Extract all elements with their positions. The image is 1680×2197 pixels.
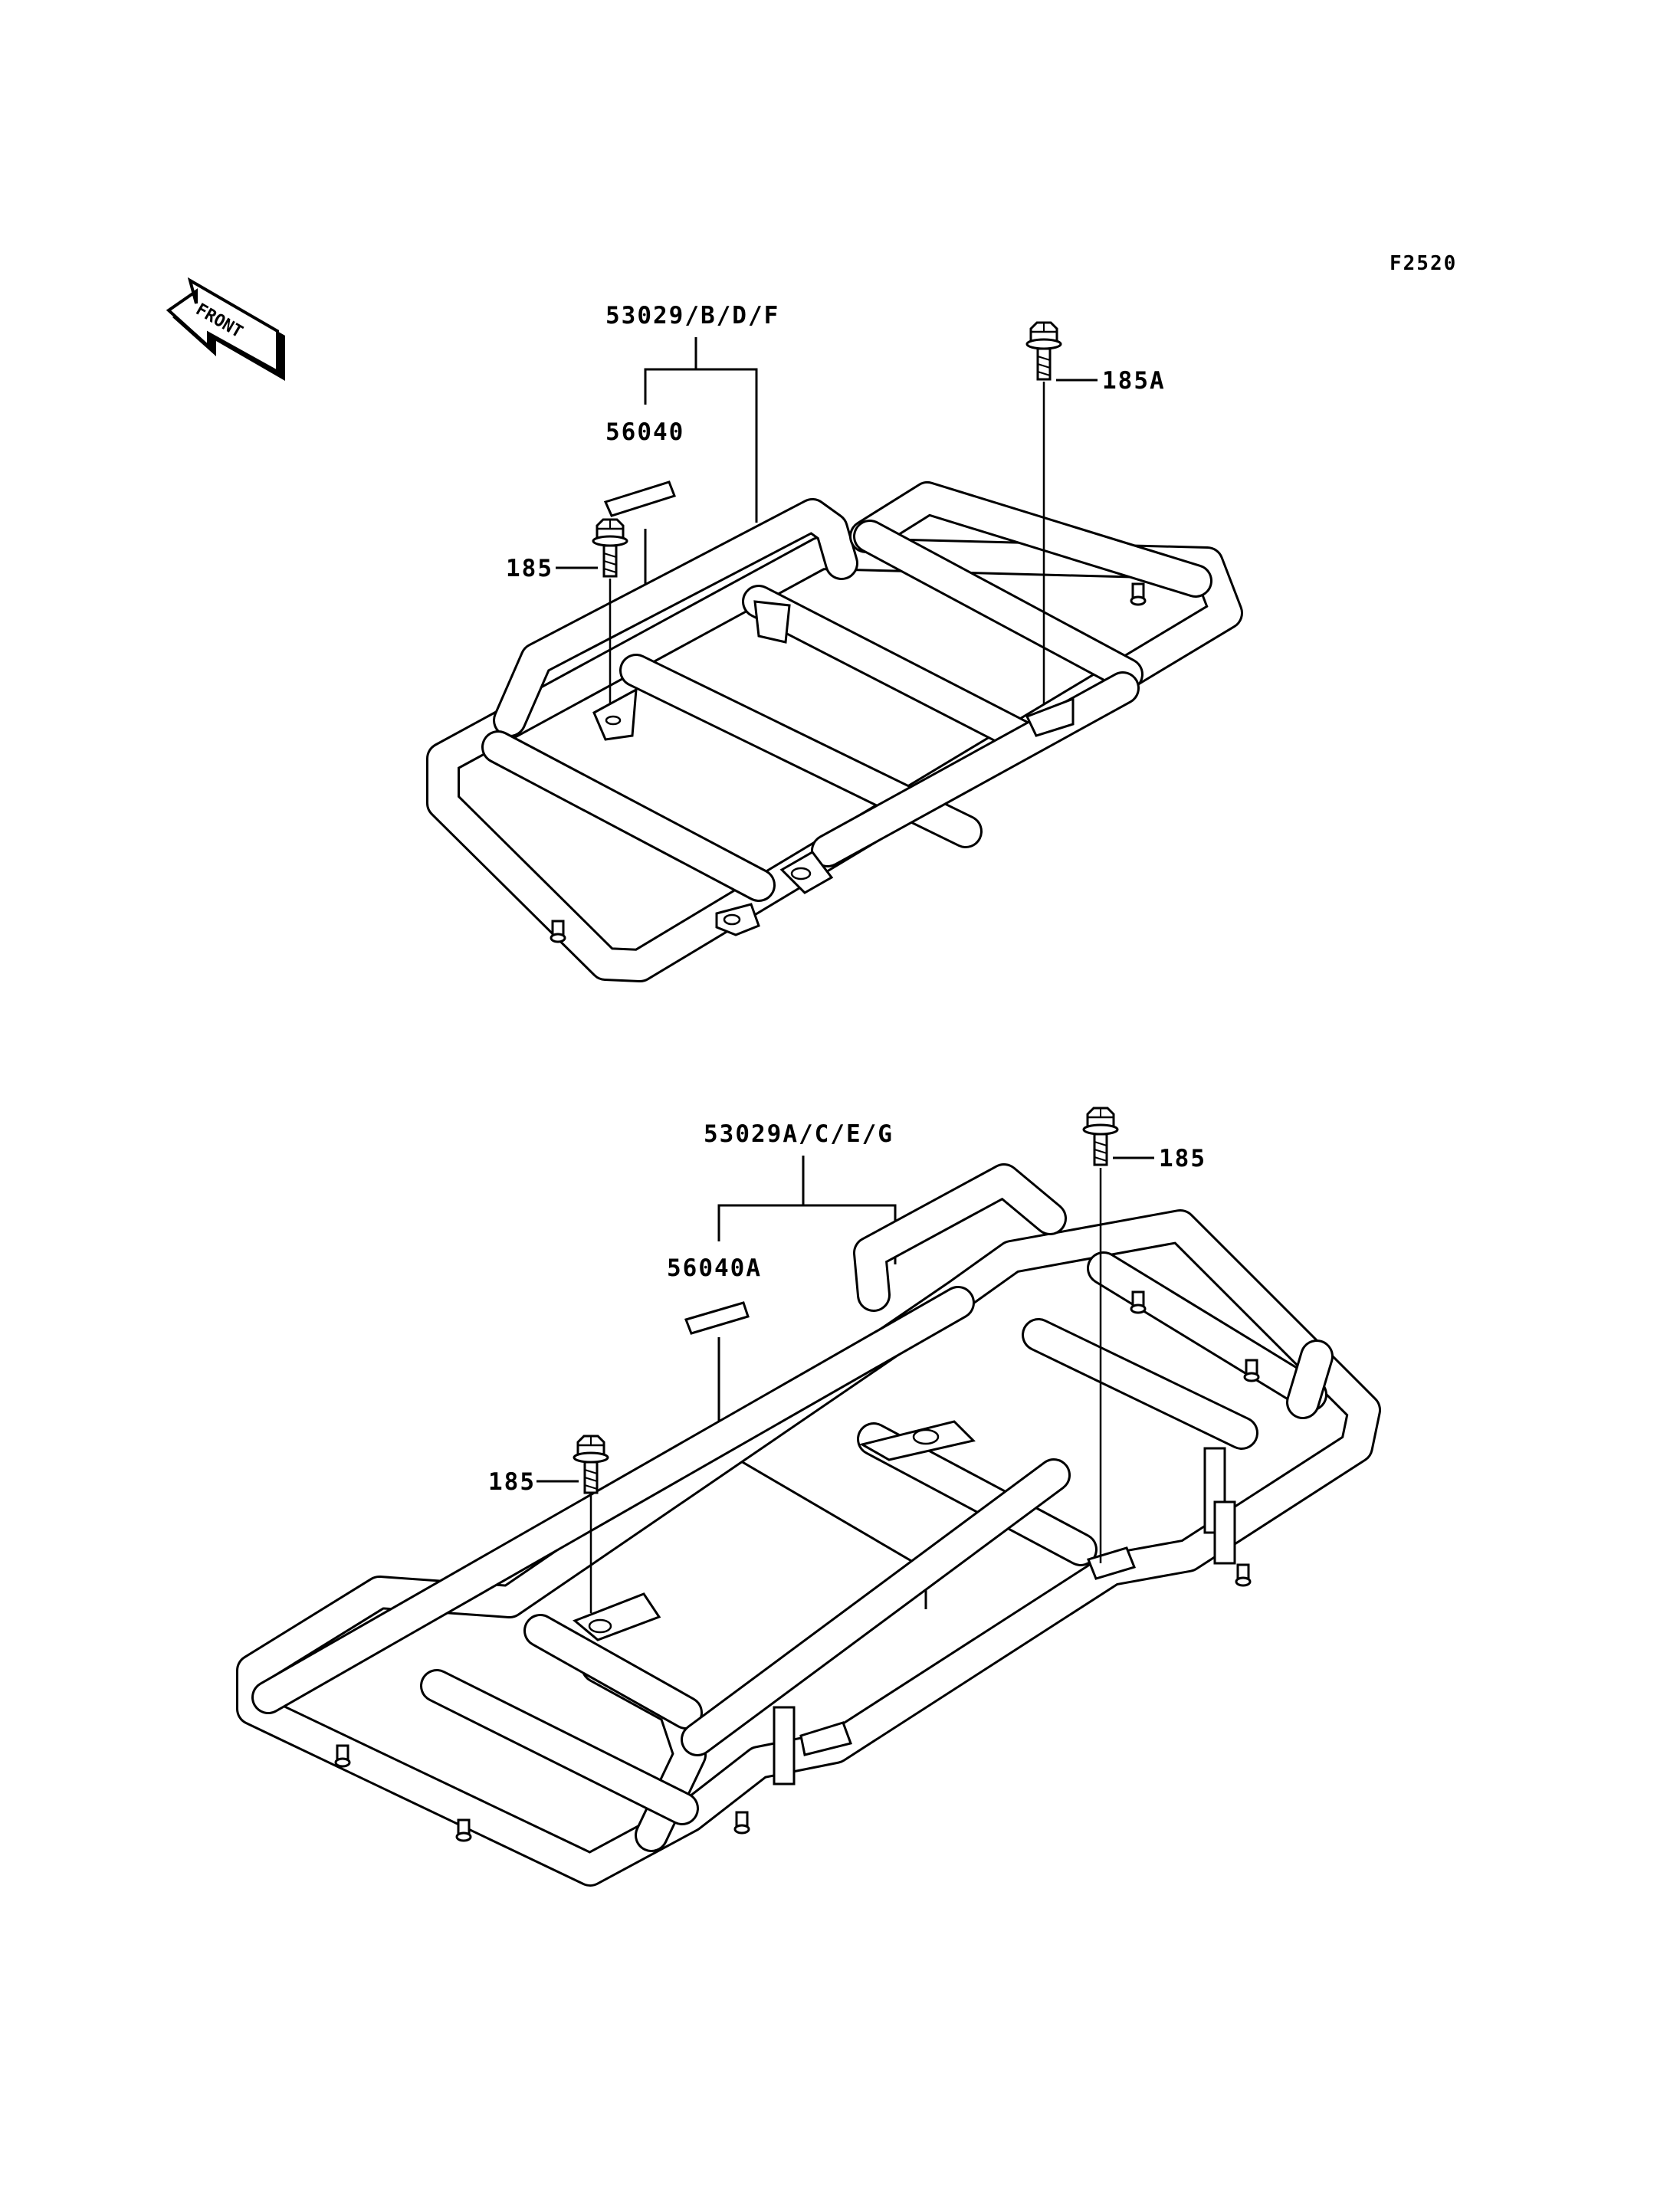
lower-bolt-right-label: 185 [1159, 1145, 1206, 1172]
upper-sticker-label: 56040 [605, 418, 684, 446]
upper-carrier-assembly: 53029/B/D/F 56040 [426, 302, 1243, 982]
lower-bolt-left-label: 185 [488, 1468, 536, 1496]
lower-sticker-label: 56040A [667, 1254, 762, 1282]
lower-bolt-right [1082, 1107, 1119, 1166]
lower-carrier-assembly: 53029A/C/E/G 56040A [236, 1107, 1381, 1887]
lower-bolt-left [573, 1435, 609, 1494]
upper-bolt-left-label: 185 [506, 555, 553, 582]
upper-carrier-label: 53029/B/D/F [605, 302, 779, 330]
upper-bolt-right [1025, 321, 1062, 381]
front-arrow-icon: FRONT [166, 277, 285, 381]
upper-bolt-right-label: 185A [1102, 367, 1166, 395]
lower-sticker [684, 1301, 750, 1335]
upper-rack-frame [426, 481, 1243, 982]
figure-code: F2520 [1390, 252, 1457, 275]
lower-carrier-label: 53029A/C/E/G [704, 1120, 894, 1148]
lower-rack-frame [236, 1163, 1381, 1887]
upper-sticker [603, 480, 676, 517]
upper-bolt-left [592, 518, 628, 578]
